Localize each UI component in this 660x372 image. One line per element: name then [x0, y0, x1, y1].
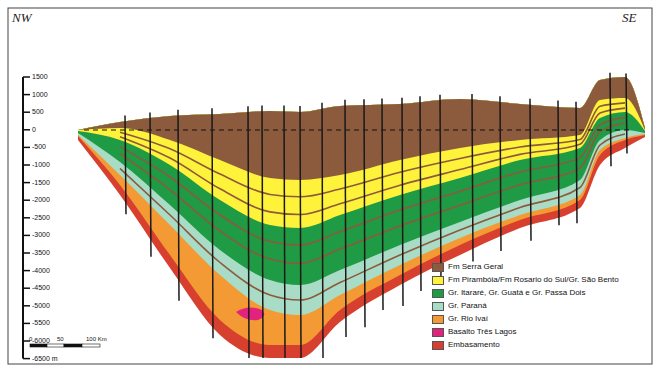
well-line	[212, 108, 213, 338]
rock-layer	[78, 77, 645, 315]
legend-text: Gr. Rio Ivaí	[448, 314, 488, 324]
axis-tick	[23, 94, 30, 96]
axis-tick	[23, 305, 30, 307]
well-line	[300, 106, 301, 358]
well-line	[125, 115, 126, 214]
well-line	[248, 106, 249, 358]
basalt-sill	[120, 134, 625, 300]
legend-text: Basalto Três Lagos	[448, 327, 516, 337]
well-line	[284, 105, 285, 358]
depth-label: -500	[32, 143, 46, 151]
basalt-lens	[236, 307, 264, 320]
depth-label: -1500	[32, 179, 50, 187]
axis-tick	[23, 76, 30, 78]
axis-tick	[23, 235, 30, 237]
depth-label: -3500	[32, 249, 50, 257]
depth-label: -6000	[32, 337, 50, 345]
legend-entry: Gr. Paraná	[432, 301, 487, 311]
rock-layer	[78, 77, 645, 285]
axis-tick	[23, 182, 30, 184]
depth-label: -6500 m	[32, 355, 58, 363]
legend-entry: Fm Serra Geral	[432, 262, 503, 272]
legend-swatch	[432, 276, 444, 285]
well-line	[322, 103, 323, 358]
frame	[8, 8, 652, 364]
well-line	[500, 96, 501, 251]
legend-swatch	[432, 328, 444, 337]
well-line	[420, 96, 421, 291]
sea-level-line	[84, 130, 632, 131]
depth-label: -2500	[32, 214, 50, 222]
legend-text: Gr. Paraná	[448, 301, 487, 311]
legend-text: Gr. Itararé, Gr. Guatá e Gr. Passa Dois	[448, 288, 585, 298]
legend-entry: Gr. Rio Ivaí	[432, 314, 488, 324]
legend-swatch	[432, 302, 444, 311]
legend-entry: Fm Pirambóia/Fm Rosario do Sul/Gr. São B…	[432, 275, 619, 285]
depth-label: 1500	[32, 73, 48, 81]
well-line	[576, 102, 577, 224]
depth-label: 0	[32, 126, 36, 134]
depth-label: -1000	[32, 161, 50, 169]
depth-label: 500	[32, 108, 44, 116]
axis-tick	[23, 287, 30, 289]
scale-bar	[30, 344, 47, 347]
direction-label: NW	[12, 11, 32, 25]
axis-tick	[23, 147, 30, 149]
depth-label: -2000	[32, 196, 50, 204]
depth-label: -4000	[32, 267, 50, 275]
axis-tick	[23, 270, 30, 272]
axis-tick	[23, 358, 30, 360]
legend-swatch	[432, 289, 444, 298]
scale-bar	[64, 344, 82, 347]
direction-label: SE	[622, 11, 636, 25]
depth-label: -3000	[32, 231, 50, 239]
well-line	[472, 94, 473, 262]
well-line	[626, 74, 627, 154]
well-line	[558, 101, 559, 226]
well-line	[382, 99, 383, 311]
well-line	[345, 100, 346, 337]
well-line	[262, 105, 263, 358]
legend-text: Fm Pirambóia/Fm Rosario do Sul/Gr. São B…	[448, 275, 619, 285]
axis-tick	[23, 164, 30, 166]
well-line	[178, 110, 179, 301]
depth-label: -4500	[32, 284, 50, 292]
scale-bar	[82, 344, 100, 347]
scale-label: 0	[29, 336, 32, 343]
legend-swatch	[432, 341, 444, 350]
scale-label: 100 Km	[86, 336, 107, 343]
axis-tick	[23, 323, 30, 325]
well-line	[402, 98, 403, 306]
legend-swatch	[432, 263, 444, 272]
depth-label: -5000	[32, 302, 50, 310]
axis-tick	[23, 217, 30, 219]
legend-entry: Embasamento	[432, 340, 500, 350]
axis-tick	[23, 111, 30, 113]
scale-label: 50	[57, 336, 64, 343]
axis-tick	[23, 340, 30, 342]
rock-layer	[78, 77, 645, 358]
well-line	[150, 112, 151, 256]
legend-swatch	[432, 315, 444, 324]
well-line	[364, 99, 365, 327]
rock-layer	[78, 77, 645, 345]
well-line	[610, 73, 611, 166]
basalt-sill	[120, 108, 625, 214]
rock-layer	[78, 77, 645, 228]
well-line	[530, 99, 531, 241]
axis-tick	[23, 199, 30, 201]
scale-bar	[47, 344, 64, 347]
legend-text: Embasamento	[448, 340, 500, 350]
depth-label: -5500	[32, 319, 50, 327]
basalt-sill	[120, 117, 625, 245]
legend-text: Fm Serra Geral	[448, 262, 503, 272]
axis-tick	[23, 252, 30, 254]
basalt-sill	[120, 123, 625, 263]
legend-entry: Basalto Três Lagos	[432, 327, 516, 337]
axis-tick	[23, 129, 30, 131]
legend-entry: Gr. Itararé, Gr. Guatá e Gr. Passa Dois	[432, 288, 585, 298]
well-line	[440, 95, 441, 283]
depth-label: 1000	[32, 91, 48, 99]
